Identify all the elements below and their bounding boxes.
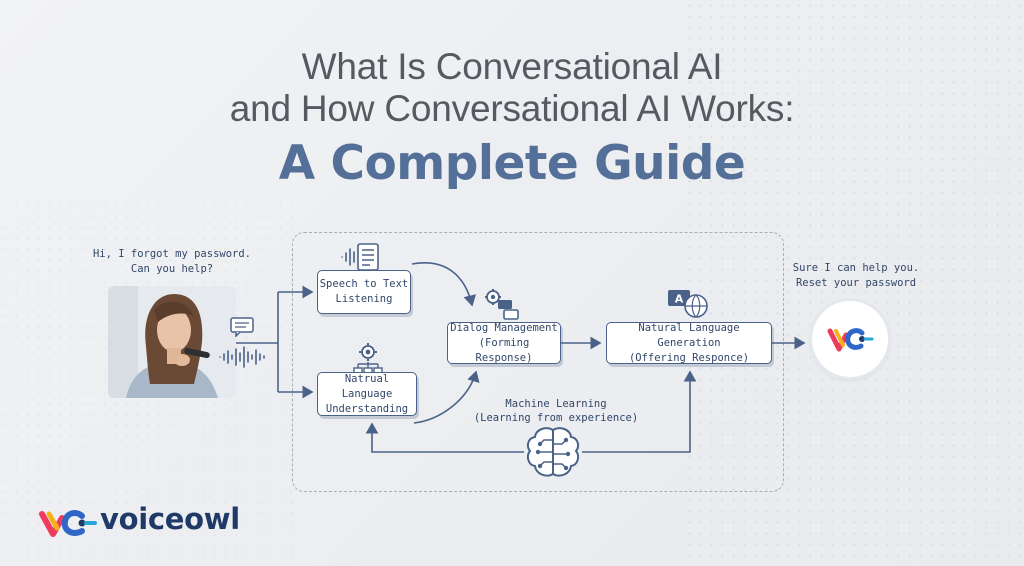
brain-circuit-icon: [526, 427, 580, 477]
translate-globe-icon: A: [668, 290, 708, 318]
process-frame: [292, 232, 784, 492]
node-speech-to-text: Speech to Text Listening: [317, 270, 411, 314]
title-line-2: and How Conversational AI Works:: [229, 88, 795, 129]
svg-text:A: A: [675, 293, 684, 306]
gear-network-icon: [353, 343, 383, 375]
user-speech-line2: Can you help?: [130, 263, 214, 275]
dm-line1: Dialog Management: [450, 321, 558, 334]
message-icon: [230, 317, 254, 337]
user-photo: [108, 286, 236, 398]
dm-line2: (Forming Response): [475, 336, 533, 364]
ml-line1: Machine Learning: [505, 398, 607, 410]
soundwave-icon: [219, 346, 265, 368]
bot-avatar: [812, 301, 888, 377]
nlu-line1: Natrual Language: [341, 372, 393, 400]
voiceowl-logo-icon: [39, 510, 97, 537]
voiceowl-logo-icon: [827, 328, 874, 352]
node-nlg: Natural Language Generation (Offering Re…: [606, 322, 772, 364]
nlg-line2: (Offering Responce): [628, 351, 750, 364]
bot-speech-line2: Reset your password: [795, 277, 917, 289]
title-line-1: What Is Conversational AI: [301, 46, 723, 87]
speech-document-icon: [341, 243, 379, 271]
nlg-line1: Natural Language Generation: [638, 321, 740, 349]
title-main: A Complete Guide: [278, 136, 746, 191]
ml-line2: (Learning from experience): [473, 412, 639, 424]
dot-pattern-right: [684, 0, 1024, 566]
gear-chat-icon: [485, 289, 519, 320]
user-speech-line1: Hi, I forgot my password.: [92, 248, 252, 260]
bot-speech-line1: Sure I can help you.: [792, 262, 920, 274]
nlu-line2: Understanding: [325, 402, 409, 415]
node-nlu: Natrual Language Understanding: [317, 372, 417, 416]
stt-line1: Speech to Text: [319, 278, 409, 290]
brand-name: voiceowl: [100, 502, 240, 536]
stt-line2: Listening: [335, 293, 393, 305]
node-dialog-management: Dialog Management (Forming Response): [447, 322, 561, 364]
